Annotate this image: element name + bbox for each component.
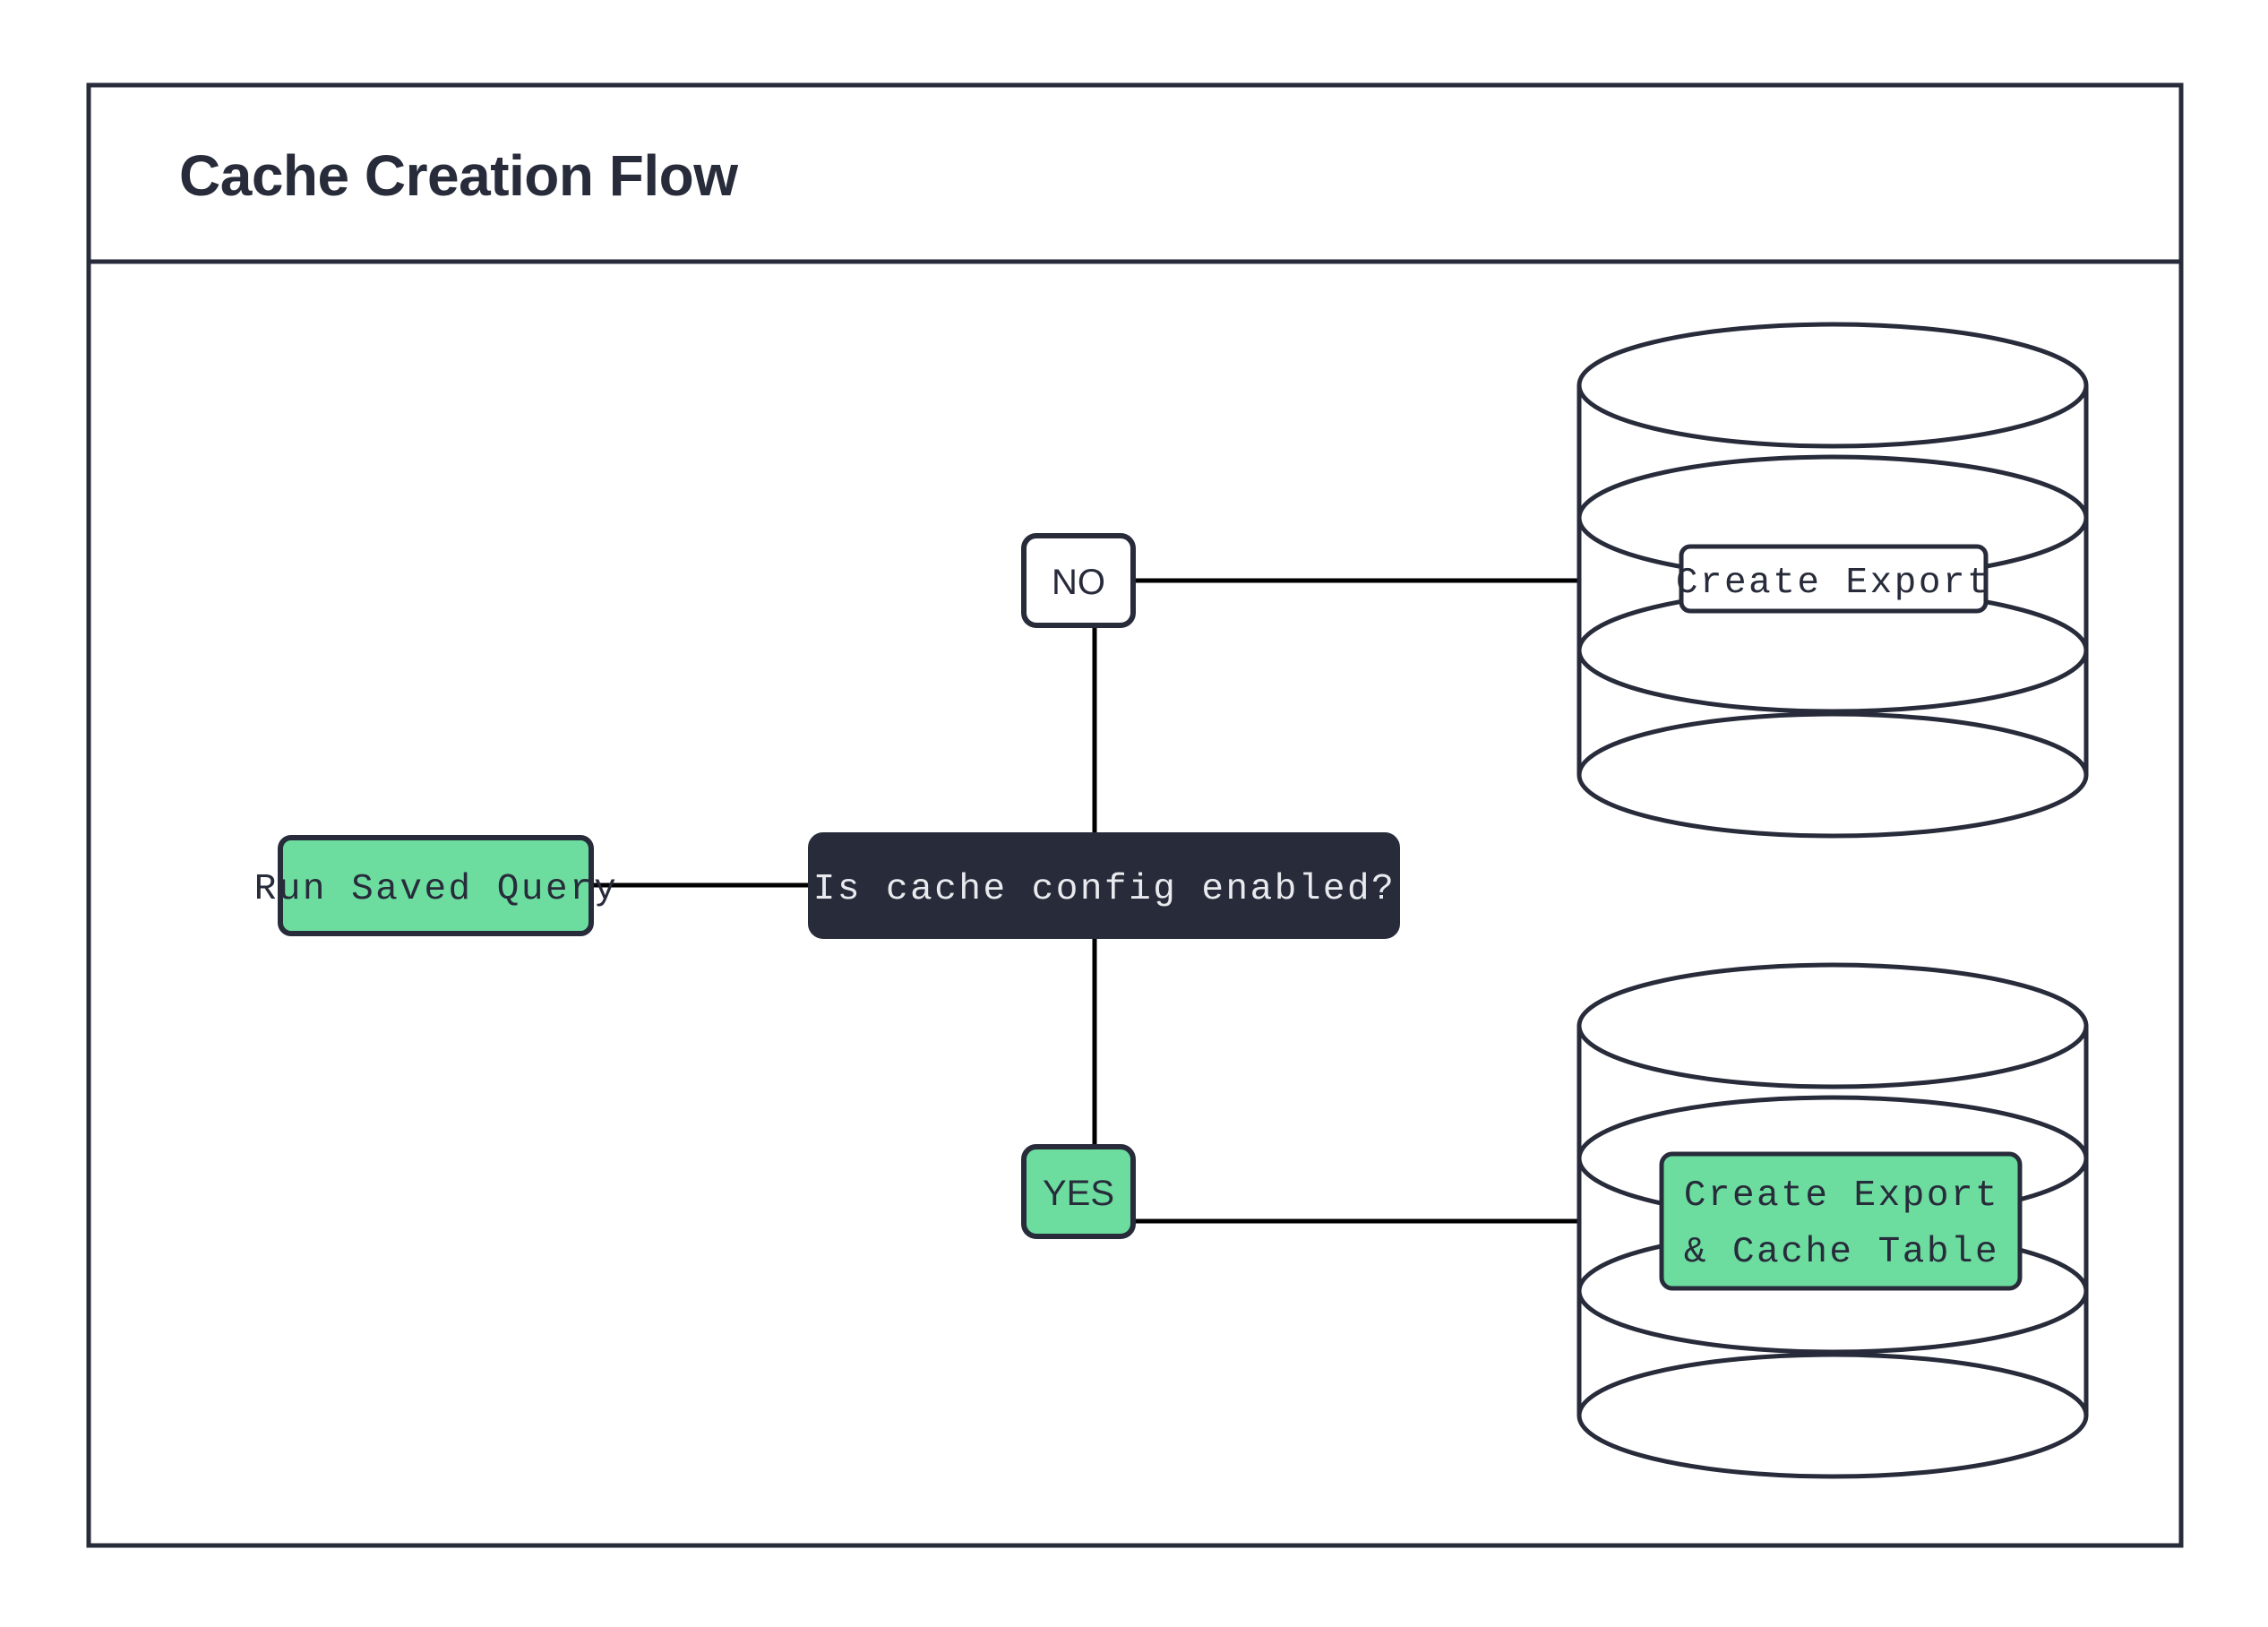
decision-box[interactable] <box>808 832 1400 939</box>
db-top-label: Create Export <box>1676 563 1991 604</box>
db-bottom-label-line1: Create Export <box>1684 1175 1999 1217</box>
db-bottom-disc-1 <box>1576 962 2089 1089</box>
db-top-disc-4 <box>1576 711 2089 839</box>
page-title: Cache Creation Flow <box>179 143 738 208</box>
run-saved-query-box[interactable] <box>278 835 594 936</box>
db-top-disc-1 <box>1576 322 2089 449</box>
branch-yes-box[interactable] <box>1021 1144 1136 1239</box>
node-cache-config-decision[interactable]: Is cache config enabled? <box>808 832 1400 939</box>
edge-group <box>591 578 1579 1224</box>
decision-label: Is cache config enabled? <box>813 869 1396 910</box>
node-branch-no[interactable]: NO <box>1021 533 1136 628</box>
branch-yes-label: YES <box>1043 1174 1114 1213</box>
node-run-saved-query[interactable]: Run Saved Query <box>254 835 619 936</box>
db-bottom-disc-4 <box>1576 1352 2089 1479</box>
node-branch-yes[interactable]: YES <box>1021 1144 1136 1239</box>
db-bottom-label-line2: & Cache Table <box>1684 1232 1999 1273</box>
db-bottom-label-box <box>1659 1151 2023 1291</box>
branch-no-box[interactable] <box>1021 533 1136 628</box>
run-saved-query-label: Run Saved Query <box>254 869 619 910</box>
db-top-cylinder[interactable]: Create Export <box>1576 322 2089 862</box>
branch-no-label: NO <box>1052 563 1105 602</box>
db-top-label-box <box>1679 544 1989 614</box>
db-bottom-cylinder[interactable]: Create Export & Cache Table <box>1576 962 2089 1502</box>
